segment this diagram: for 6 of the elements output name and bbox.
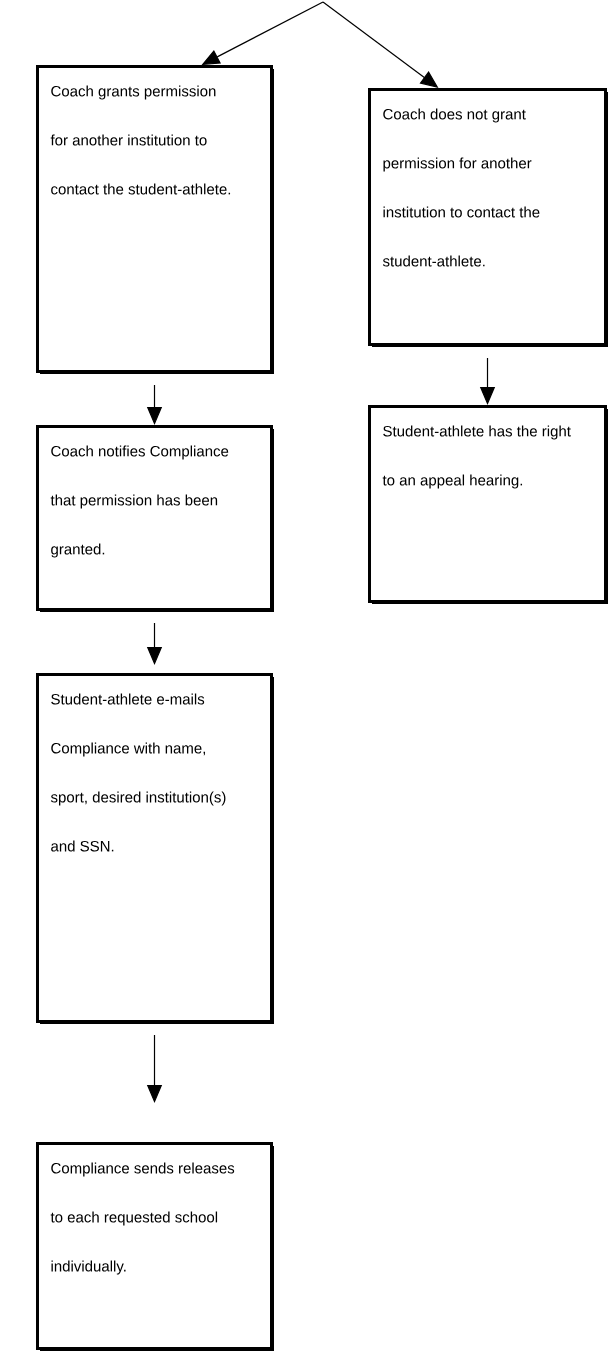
process-box: Student-athlete e-mails Compliance with name, sport, desired institution(s) and SSN. bbox=[36, 673, 274, 1024]
process-box: Compliance sends releases to each requested school individually. bbox=[36, 1142, 274, 1351]
process-box: Coach notifies Compliance that permission has been granted. bbox=[36, 425, 274, 612]
process-box: Student-athlete has the right to an appeal hearing. bbox=[368, 405, 608, 604]
process-box: Coach does not grant permission for another institution to contact the student-athlete. bbox=[368, 88, 608, 347]
process-box: Coach grants permission for another institution to contact the student-athlete. bbox=[36, 65, 274, 374]
